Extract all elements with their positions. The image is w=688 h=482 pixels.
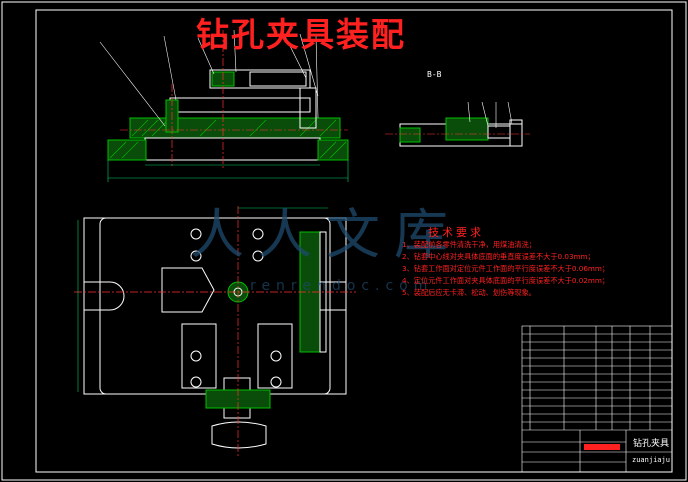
front-view	[99, 29, 349, 182]
parts-list-columns	[529, 326, 651, 430]
tech-requirement-4: 4、定位元件工作面对夹具体底面的平行度误差不大于0.02mm；	[402, 276, 610, 285]
section-center-block	[445, 117, 489, 141]
section-screw	[487, 125, 511, 139]
tech-requirement-1: 1、装配前各零件清洗干净，用煤油清洗；	[402, 240, 536, 249]
title-block	[521, 325, 673, 473]
section-left-block	[399, 127, 421, 143]
plan-handwheel	[211, 421, 267, 449]
plan-bolt-holes	[190, 228, 282, 388]
tech-requirements-heading: 技术要求	[428, 226, 484, 239]
front-plate-body	[249, 71, 307, 87]
drawing-title: 钻孔夹具装配	[196, 15, 406, 54]
title-block-drawing-code: zuanjiaju	[632, 456, 670, 464]
sheet-inner-border	[35, 9, 673, 473]
front-base-cavity	[144, 137, 321, 161]
front-clamp-arm	[169, 97, 311, 113]
front-left-foot	[107, 139, 147, 161]
watermark-sub: renrendoc.com	[250, 278, 434, 294]
tech-requirement-5: 5、装配后应无卡滞、松动、划伤等现象。	[402, 288, 536, 297]
front-leader-lines	[99, 29, 319, 127]
tech-requirement-2: 2、钻套中心线对夹具体底面的垂直度误差不大于0.03mm；	[402, 252, 595, 261]
front-right-foot	[317, 139, 349, 161]
plan-view	[74, 206, 356, 456]
plan-left-clamp-block	[181, 323, 217, 389]
title-block-drawing-name: 钻孔夹具	[633, 439, 670, 449]
front-base-hatch	[109, 119, 347, 159]
front-support-post	[299, 87, 317, 129]
parts-list-rows	[522, 333, 672, 431]
watermark-main: 人人文库	[190, 203, 462, 266]
front-drill-plate	[209, 69, 311, 89]
plan-left-slot	[84, 281, 125, 311]
tech-requirement-3: 3、钻套工作面对定位元件工作面的平行度误差不大于0.06mm；	[402, 264, 610, 273]
section-label: B-B	[427, 70, 442, 79]
section-knob	[509, 119, 523, 147]
section-view-bb	[385, 101, 530, 147]
title-block-red-band	[584, 444, 620, 450]
plan-right-clamp-block	[257, 323, 293, 389]
plan-v-block	[161, 267, 215, 313]
section-leaders	[467, 101, 513, 128]
